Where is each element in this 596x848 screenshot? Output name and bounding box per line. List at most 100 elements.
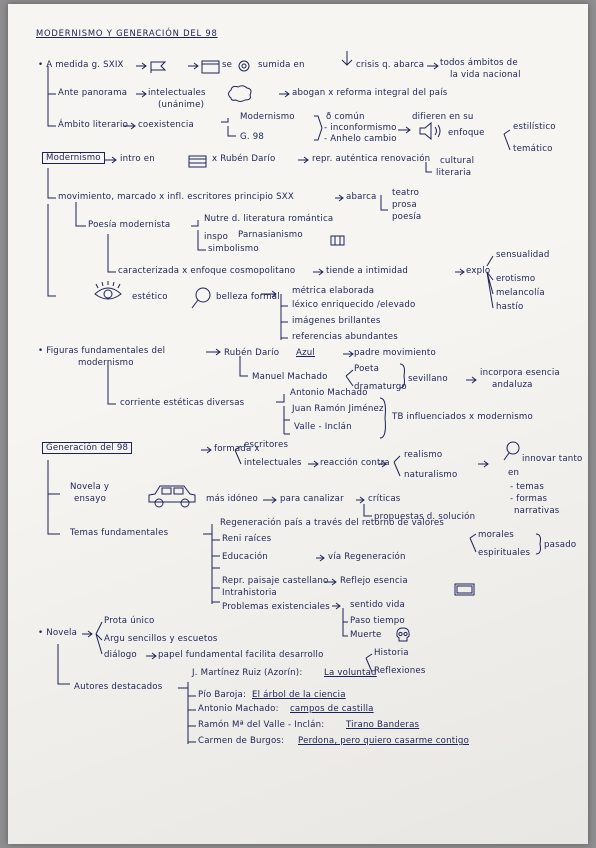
book-icon [188,154,208,173]
note-text: ð común [326,112,365,122]
section-box-modernismo: Modernismo [42,152,105,164]
note-text: Juan Ramón Jiménez [292,404,384,414]
note-text: sumida en [258,60,305,70]
note-text: propuestas d. solución [374,512,476,522]
notes-sheet: MODERNISMO Y GENERACIÓN DEL 98 • A medid… [8,4,588,844]
note-text: referencias abundantes [292,332,398,342]
author-name: Carmen de Burgos: [198,736,285,746]
note-text: espirituales [478,548,531,558]
note-text: erotismo [496,274,536,284]
note-text: caracterizada x enfoque cosmopolitano [118,266,296,276]
note-text: literaria [436,168,472,178]
note-text: Reflexiones [374,666,426,676]
book-title: Azul [296,348,316,358]
note-text: hastío [496,302,524,312]
note-text: para canalizar [280,494,344,504]
speaker-icon [418,121,444,145]
note-text: - formas [510,494,548,504]
note-text: tiende a intimidad [326,266,409,276]
author-name: J. Martínez Ruiz (Azorín): [192,668,303,678]
note-text: realismo [404,450,443,460]
note-text: simbolismo [208,244,259,254]
note-text: modernismo [78,358,134,368]
note-text: difieren en su [412,112,474,122]
note-text: x Rubén Darío [212,154,276,164]
note-text: G. 98 [240,132,265,142]
book-title: campos de castilla [290,704,374,714]
thought-cloud-icon [226,84,254,108]
note-text: diálogo [104,650,137,660]
note-text: estilístico [513,122,556,132]
note-text: la vida nacional [450,70,521,80]
car-icon [146,482,198,514]
note-text: imágenes brillantes [292,316,381,326]
note-text: Repr. paisaje castellano [222,576,329,586]
note-text: Antonio Machado [290,388,368,398]
note-text: se [222,60,233,70]
note-text: vía Regeneración [328,552,406,562]
book-icon [330,232,346,251]
note-text: repr. auténtica renovación [312,154,431,164]
connector-lines [47,62,541,744]
note-text: Paso tiempo [350,616,405,626]
square-icon [201,59,221,78]
note-text: TB influenciados x modernismo [392,412,533,422]
note-text: prosa [392,200,417,210]
note-text: corriente estéticas diversas [120,398,245,408]
skull-icon [394,626,412,648]
note-text: coexistencia [138,120,194,130]
note-text: poesía [392,212,422,222]
note-text: intro en [120,154,155,164]
note-text: innovar tanto [522,454,583,464]
author-name: Antonio Machado: [198,704,279,714]
note-text: naturalismo [404,470,458,480]
note-text: explo [466,266,491,276]
note-text: morales [478,530,514,540]
author-name: Pío Baroja: [198,690,247,700]
note-text: en [508,468,520,478]
note-text: formada x [214,444,260,454]
note-text: Parnasianismo [238,230,303,240]
note-text: todos ámbitos de [440,58,518,68]
note-text: movimiento, marcado x infl. escritores p… [58,192,294,202]
note-text: Novela y [70,482,110,492]
note-text: (unánime) [158,100,205,110]
note-text: Poesía modernista [88,220,171,230]
note-text: Intrahistoria [222,588,277,598]
author-name: Ramón Mª del Valle - Inclán: [198,720,325,730]
note-text: Reni raíces [222,534,272,544]
note-text: métrica elaborada [292,286,375,296]
note-text: ensayo [74,494,107,504]
note-text: • Figuras fundamentales del [38,346,166,356]
note-text: léxico enriquecido /elevado [292,300,416,310]
note-text: - temas [510,482,545,492]
book-title: La voluntad [324,668,377,678]
note-text: Prota único [104,616,155,626]
note-text: - inconformismo [324,123,397,133]
note-text: Educación [222,552,268,562]
note-text: Argu sencillos y escuetos [104,634,218,644]
note-text: padre movimiento [354,348,436,358]
section-box-generacion-98: Generación del 98 [42,442,133,454]
note-text: sevillano [408,374,448,384]
note-text: Ante panorama [58,88,128,98]
page-title: MODERNISMO Y GENERACIÓN DEL 98 [36,28,218,38]
eye-icon [92,280,124,310]
note-text: Autores destacados [74,682,163,692]
note-text: Reflejo esencia [340,576,408,586]
note-text: belleza formal [216,292,280,302]
note-text: Modernismo [240,112,295,122]
note-text: Nutre d. literatura romántica [204,214,334,224]
note-text: teatro [392,188,420,198]
note-text: cultural [440,156,475,166]
note-text: sentido vida [350,600,406,610]
sun-icon [236,58,252,78]
note-text: crisis q. abarca [356,60,425,70]
note-text: dramaturgo [354,382,407,392]
note-text: • A medida g. SXIX [38,60,124,70]
note-text: intelectuales [148,88,206,98]
note-text: incorpora esencia [480,368,560,378]
note-text: Problemas existenciales [222,602,330,612]
note-text: intelectuales [244,458,302,468]
note-text: reacción contra [320,458,390,468]
